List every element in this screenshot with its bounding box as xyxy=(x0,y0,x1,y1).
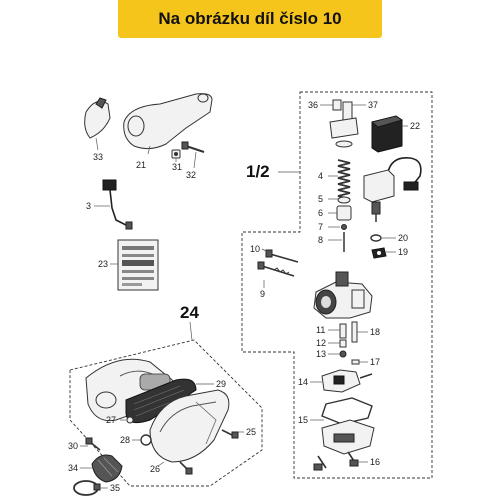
label-29: 29 xyxy=(216,379,226,389)
part-15-float-bowl xyxy=(321,397,375,455)
label-20: 20 xyxy=(398,233,408,243)
label-23: 23 xyxy=(98,259,108,269)
part-26-housing-lower xyxy=(149,389,230,463)
label-4: 4 xyxy=(318,171,323,181)
part-35-hose-clamp xyxy=(73,480,101,496)
part-3-sensor xyxy=(102,179,133,230)
part-32-screw xyxy=(181,141,205,153)
label-15: 15 xyxy=(298,415,308,425)
part-31-washer xyxy=(171,149,181,159)
part-9-screw-set xyxy=(257,261,295,277)
label-16: 16 xyxy=(370,457,380,467)
label-18: 18 xyxy=(370,327,380,337)
part-6-slide xyxy=(336,205,352,221)
label-11: 11 xyxy=(316,325,325,335)
label-10: 10 xyxy=(250,244,260,254)
title-banner: Na obrázku díl číslo 10 xyxy=(118,0,382,38)
label-5: 5 xyxy=(318,194,323,204)
part-36-screw xyxy=(332,99,342,111)
part-21-intake-housing xyxy=(123,93,213,150)
label-33: 33 xyxy=(93,152,103,162)
part-23-label-plate xyxy=(117,239,159,291)
part-17-pin xyxy=(351,359,360,365)
label-28: 28 xyxy=(120,435,130,445)
part-10-screw xyxy=(265,249,299,263)
label-22: 22 xyxy=(410,121,420,131)
part-14-float xyxy=(321,369,373,393)
label-3: 3 xyxy=(86,201,91,211)
choke-actuator xyxy=(363,156,422,222)
part-27-clip xyxy=(126,416,134,424)
part-33-flap xyxy=(84,97,111,139)
label-31: 31 xyxy=(172,162,182,172)
label-17: 17 xyxy=(370,357,380,367)
part-30-screw xyxy=(85,437,101,451)
part-37-cable-fitting xyxy=(329,101,359,148)
part-20-o-ring xyxy=(370,234,382,242)
part-11-main-jet xyxy=(339,323,347,339)
label-8: 8 xyxy=(318,235,323,245)
label-12: 12 xyxy=(316,338,326,348)
part-28-o-ring xyxy=(140,434,152,446)
label-14: 14 xyxy=(298,377,308,387)
label-34: 34 xyxy=(68,463,78,473)
label-9: 9 xyxy=(260,289,265,299)
part-34-connector xyxy=(91,454,123,483)
part-16-screw xyxy=(313,451,359,471)
label-37: 37 xyxy=(368,100,378,110)
label-30: 30 xyxy=(68,441,78,451)
label-35: 35 xyxy=(110,483,120,493)
air-filter-group-outline xyxy=(69,339,263,487)
part-18-jet xyxy=(351,321,358,343)
carburetor-group-outline xyxy=(241,91,433,479)
label-7: 7 xyxy=(318,222,323,232)
label-25: 25 xyxy=(246,427,256,437)
label-21: 21 xyxy=(136,160,146,170)
group-label-air-filter: 24 xyxy=(180,303,199,322)
label-27: 27 xyxy=(106,415,116,425)
title-banner-text: Na obrázku díl číslo 10 xyxy=(158,9,342,28)
carburetor-body xyxy=(313,271,373,319)
part-12-jet-holder xyxy=(339,339,347,348)
label-32: 32 xyxy=(186,170,196,180)
label-26: 26 xyxy=(150,464,160,474)
part-19-bracket xyxy=(371,247,387,259)
label-36: 36 xyxy=(308,100,318,110)
label-6: 6 xyxy=(318,208,323,218)
group-label-carburetor: 1/2 xyxy=(246,162,270,181)
part-4-spring xyxy=(337,159,351,200)
part-7-clip xyxy=(341,224,347,230)
part-5-retainer xyxy=(337,196,351,204)
part-22-choke-cover xyxy=(371,115,403,153)
label-19: 19 xyxy=(398,247,408,257)
part-13-washer xyxy=(339,350,347,358)
label-13: 13 xyxy=(316,349,326,359)
part-25-screw xyxy=(179,429,239,475)
